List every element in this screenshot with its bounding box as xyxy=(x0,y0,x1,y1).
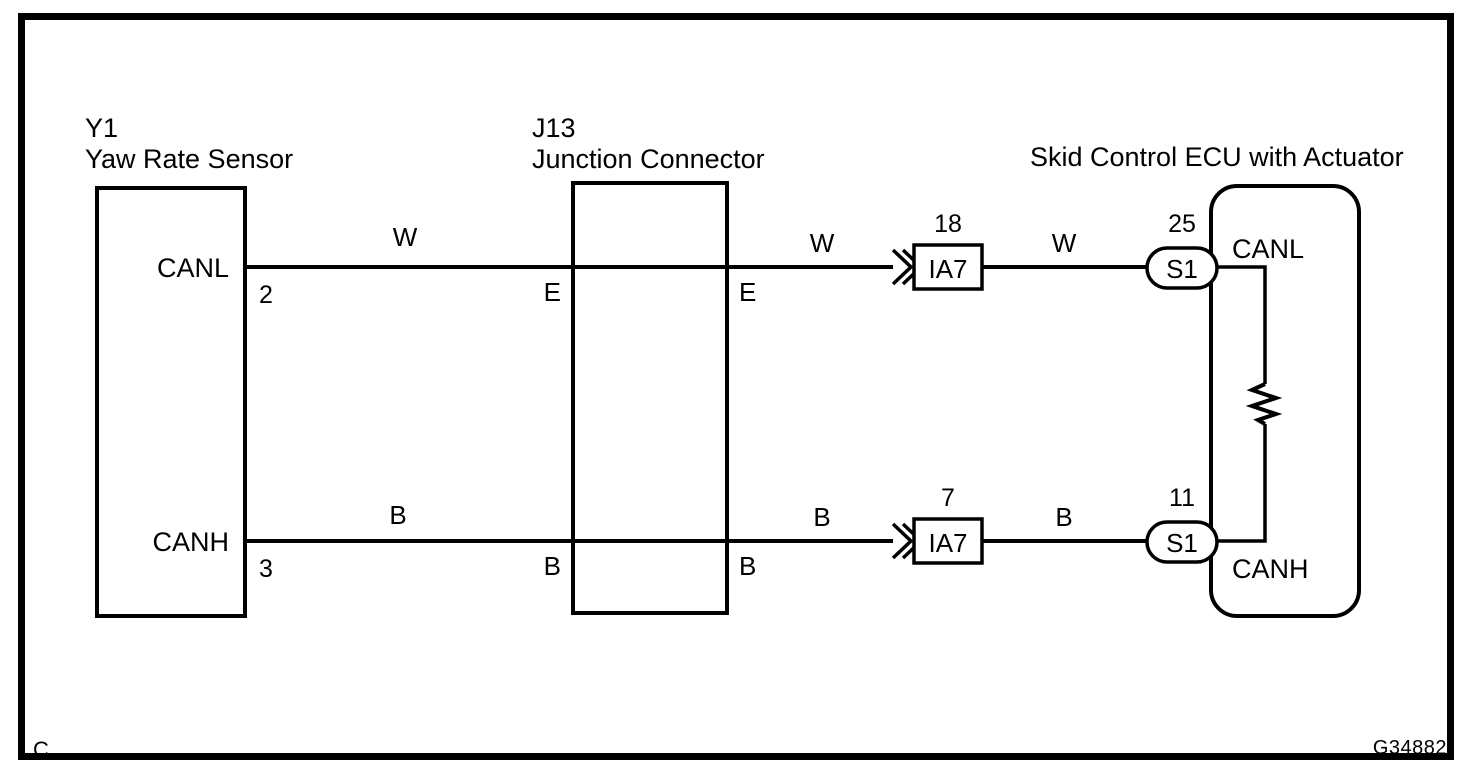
corner-mark: C xyxy=(33,737,49,762)
splice-upper-oval xyxy=(1145,246,1219,290)
wire-label-upper-3: W xyxy=(1052,228,1077,258)
yaw-rate-sensor-name: Yaw Rate Sensor xyxy=(85,144,293,174)
splice-upper-pin: 25 xyxy=(1168,210,1196,238)
yaw-rate-sensor-port-canl-label: CANL xyxy=(157,253,229,283)
inline-connector-lower-pin: 7 xyxy=(941,484,955,512)
wire-label-lower-1: B xyxy=(389,500,406,530)
inline-connector-upper-pin: 18 xyxy=(934,210,962,238)
ecu-internal-wire-lower xyxy=(1211,424,1267,543)
yaw-rate-sensor-port-canh-label: CANH xyxy=(152,527,229,557)
inline-connector-upper-name: IA7 xyxy=(928,254,967,284)
wire-label-upper-2: W xyxy=(810,228,835,258)
ecu-internal-wire-upper xyxy=(1211,265,1267,384)
splice-upper-name: S1 xyxy=(1166,254,1198,284)
figure-code: G34882 xyxy=(1373,737,1447,759)
junction-connector-code: J13 xyxy=(532,113,576,143)
skid-control-ecu-port-canl-label: CANL xyxy=(1232,234,1304,264)
yaw-rate-sensor-box xyxy=(95,186,247,618)
yaw-rate-sensor-code: Y1 xyxy=(85,113,118,143)
splice-lower-name: S1 xyxy=(1166,528,1198,558)
splice-lower-oval xyxy=(1145,520,1219,564)
diagram-outer-frame xyxy=(18,13,1454,760)
wire-label-upper-1: W xyxy=(393,222,418,252)
skid-control-ecu-box xyxy=(1209,184,1361,618)
terminating-resistor-icon xyxy=(1245,382,1283,426)
yaw-rate-sensor-port-canh-pin: 3 xyxy=(259,555,273,583)
junction-connector-pin-left-upper: E xyxy=(544,277,561,307)
junction-connector-pin-left-lower: B xyxy=(544,551,561,581)
skid-control-ecu-port-canh-label: CANH xyxy=(1232,554,1309,584)
junction-connector-box xyxy=(571,181,729,615)
junction-connector-name: Junction Connector xyxy=(532,144,765,174)
inline-connector-lower-box xyxy=(912,517,984,565)
chevron-arrow-lower-outer xyxy=(891,522,914,560)
wire-label-lower-2: B xyxy=(813,502,830,532)
skid-control-ecu-name: Skid Control ECU with Actuator xyxy=(1030,142,1404,172)
junction-connector-pin-right-upper: E xyxy=(739,277,756,307)
inline-connector-lower-name: IA7 xyxy=(928,528,967,558)
inline-connector-upper-box xyxy=(912,243,984,291)
splice-lower-pin: 11 xyxy=(1169,484,1195,512)
wire-label-lower-3: B xyxy=(1055,502,1072,532)
junction-connector-pin-right-lower: B xyxy=(739,551,756,581)
yaw-rate-sensor-port-canl-pin: 2 xyxy=(259,281,273,309)
chevron-arrow-upper-outer xyxy=(891,248,914,286)
